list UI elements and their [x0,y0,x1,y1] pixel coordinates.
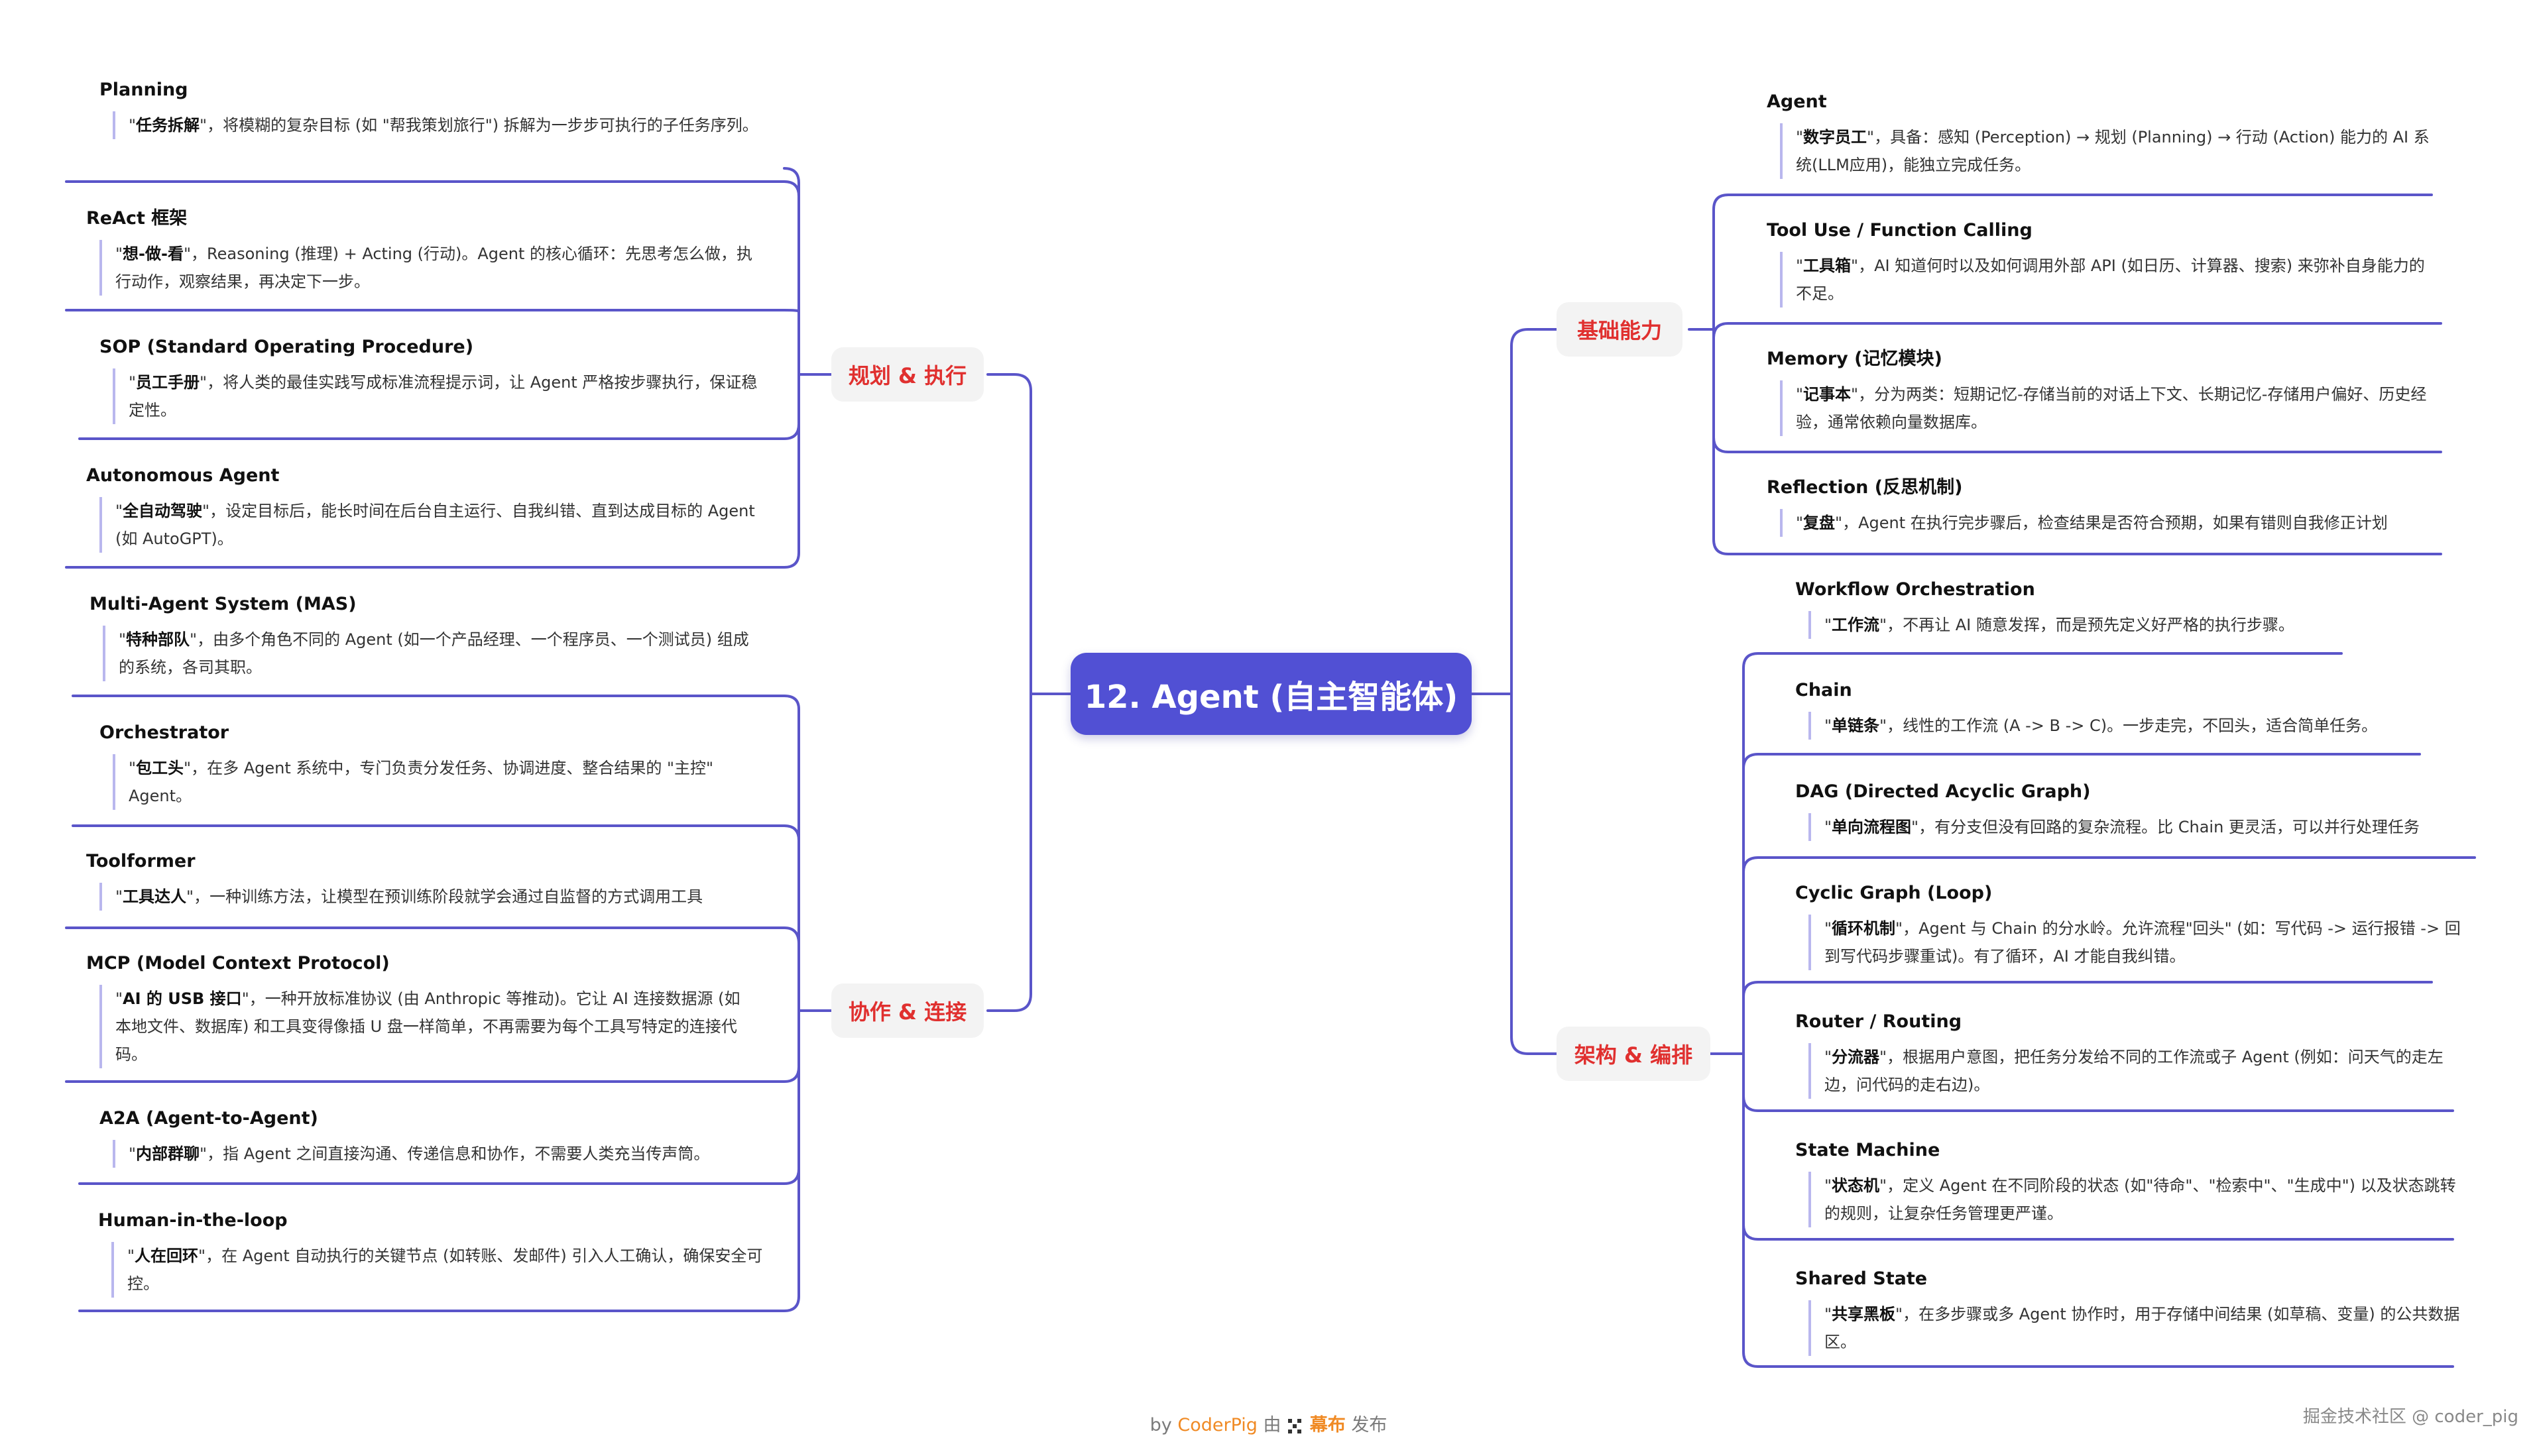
leaf-title: Cyclic Graph (Loop) [1795,883,1993,903]
leaf-mcp[interactable]: MCP (Model Context Protocol) "AI 的 USB 接… [86,952,756,1068]
leaf-title: Autonomous Agent [86,465,280,486]
leaf-title: Router / Routing [1795,1011,1962,1032]
leaf-title: MCP (Model Context Protocol) [86,953,390,974]
leaf-description: "内部群聊"，指 Agent 之间直接沟通、传递信息和协作，不需要人类充当传声筒… [113,1140,769,1168]
leaf-autonomous-agent[interactable]: Autonomous Agent "全自动驾驶"，设定目标后，能长时间在后台自主… [86,464,756,553]
leaf-dag[interactable]: DAG (Directed Acyclic Graph) "单向流程图"，有分支… [1795,780,2465,841]
leaf-title: Orchestrator [99,722,229,743]
leaf-description: "数字员工"，具备：感知 (Perception) → 规划 (Planning… [1780,123,2436,179]
leaf-agent[interactable]: Agent "数字员工"，具备：感知 (Perception) → 规划 (Pl… [1767,90,2436,179]
leaf-description: "单向流程图"，有分支但没有回路的复杂流程。比 Chain 更灵活，可以并行处理… [1808,813,2465,841]
leaf-memory[interactable]: Memory (记忆模块) "记事本"，分为两类：短期记忆-存储当前的对话上下文… [1767,347,2436,436]
leaf-description: "特种部队"，由多个角色不同的 Agent (如一个产品经理、一个程序员、一个测… [103,626,759,681]
footer-publish: 发布 [1351,1415,1387,1435]
leaf-description: "循环机制"，Agent 与 Chain 的分水岭。允许流程"回头" (如：写代… [1808,915,2465,970]
leaf-description: "工作流"，不再让 AI 随意发挥，而是预先定义好严格的执行步骤。 [1808,611,2465,639]
leaf-description: "AI 的 USB 接口"，一种开放标准协议 (由 Anthropic 等推动)… [99,985,756,1068]
leaf-state-machine[interactable]: State Machine "状态机"，定义 Agent 在不同阶段的状态 (如… [1795,1139,2465,1227]
leaf-description: "复盘"，Agent 在执行完步骤后，检查结果是否符合预期，如果有错则自我修正计… [1780,509,2436,537]
leaf-react[interactable]: ReAct 框架 "想-做-看"，Reasoning (推理) + Acting… [86,207,756,296]
leaf-description: "共享黑板"，在多步骤或多 Agent 协作时，用于存储中间结果 (如草稿、变量… [1808,1300,2465,1356]
leaf-description: "员工手册"，将人类的最佳实践写成标准流程提示词，让 Agent 严格按步骤执行… [113,368,769,424]
leaf-description: "分流器"，根据用户意图，把任务分发给不同的工作流或子 Agent (例如：问天… [1808,1043,2465,1099]
leaf-title: DAG (Directed Acyclic Graph) [1795,781,2091,802]
leaf-description: "工具箱"，AI 知道何时以及如何调用外部 API (如日历、计算器、搜索) 来… [1780,252,2436,308]
leaf-sop[interactable]: SOP (Standard Operating Procedure) "员工手册… [99,335,769,424]
leaf-description: "状态机"，定义 Agent 在不同阶段的状态 (如"待命"、"检索中"、"生成… [1808,1172,2465,1227]
leaf-workflow-orchestration[interactable]: Workflow Orchestration "工作流"，不再让 AI 随意发挥… [1795,578,2465,639]
watermark: 掘金技术社区 @ coder_pig [2302,1407,2518,1427]
footer-by: by [1150,1415,1172,1435]
leaf-title: Chain [1795,680,1852,700]
leaf-multi-agent-system[interactable]: Multi-Agent System (MAS) "特种部队"，由多个角色不同的… [89,592,759,681]
leaf-description: "全自动驾驶"，设定目标后，能长时间在后台自主运行、自我纠错、直到达成目标的 A… [99,497,756,553]
leaf-description: "记事本"，分为两类：短期记忆-存储当前的对话上下文、长期记忆-存储用户偏好、历… [1780,380,2436,436]
leaf-chain[interactable]: Chain "单链条"，线性的工作流 (A -> B -> C)。一步走完，不回… [1795,679,2465,740]
leaf-orchestrator[interactable]: Orchestrator "包工头"，在多 Agent 系统中，专门负责分发任务… [99,721,769,810]
leaf-description: "工具达人"，一种训练方法，让模型在预训练阶段就学会通过自监督的方式调用工具 [99,883,756,911]
leaf-title: Reflection (反思机制) [1767,477,1963,498]
leaf-toolformer[interactable]: Toolformer "工具达人"，一种训练方法，让模型在预训练阶段就学会通过自… [86,850,756,911]
leaf-title: SOP (Standard Operating Procedure) [99,337,474,357]
footer-brand-link[interactable]: 幕布 [1309,1415,1346,1435]
leaf-router[interactable]: Router / Routing "分流器"，根据用户意图，把任务分发给不同的工… [1795,1010,2465,1099]
leaf-reflection[interactable]: Reflection (反思机制) "复盘"，Agent 在执行完步骤后，检查结… [1767,476,2436,537]
leaf-description: "包工头"，在多 Agent 系统中，专门负责分发任务、协调进度、整合结果的 "… [113,754,769,810]
leaf-description: "任务拆解"，将模糊的复杂目标 (如 "帮我策划旅行") 拆解为一步步可执行的子… [113,111,769,139]
footer-via: 由 [1263,1415,1281,1435]
leaf-title: A2A (Agent-to-Agent) [99,1108,318,1129]
leaf-title: Shared State [1795,1268,1928,1289]
leaf-title: State Machine [1795,1140,1940,1160]
leaf-title: Human-in-the-loop [98,1210,288,1231]
leaf-description: "人在回环"，在 Agent 自动执行的关键节点 (如转账、发邮件) 引入人工确… [111,1242,768,1298]
leaf-title: Tool Use / Function Calling [1767,220,2033,241]
central-topic[interactable]: 12. Agent (自主智能体) [1071,653,1472,735]
leaf-title: Agent [1767,91,1827,112]
leaf-shared-state[interactable]: Shared State "共享黑板"，在多步骤或多 Agent 协作时，用于存… [1795,1267,2465,1356]
leaf-title: Workflow Orchestration [1795,579,2035,600]
mubu-logo-icon [1288,1418,1303,1433]
footer-author-link[interactable]: CoderPig [1177,1415,1258,1435]
leaf-cyclic-graph[interactable]: Cyclic Graph (Loop) "循环机制"，Agent 与 Chain… [1795,881,2465,970]
leaf-title: Toolformer [86,851,196,871]
leaf-title: Memory (记忆模块) [1767,349,1942,369]
branch-architecture-orchestration[interactable]: 架构 & 编排 [1557,1027,1710,1081]
leaf-tool-use[interactable]: Tool Use / Function Calling "工具箱"，AI 知道何… [1767,219,2436,308]
leaf-title: Multi-Agent System (MAS) [89,594,357,614]
leaf-a2a[interactable]: A2A (Agent-to-Agent) "内部群聊"，指 Agent 之间直接… [99,1107,769,1168]
leaf-title: ReAct 框架 [86,208,188,229]
leaf-planning[interactable]: Planning "任务拆解"，将模糊的复杂目标 (如 "帮我策划旅行") 拆解… [99,78,769,139]
branch-basic-capabilities[interactable]: 基础能力 [1557,302,1682,357]
leaf-description: "想-做-看"，Reasoning (推理) + Acting (行动)。Age… [99,240,756,296]
branch-planning-execution[interactable]: 规划 & 执行 [831,347,984,402]
leaf-human-in-the-loop[interactable]: Human-in-the-loop "人在回环"，在 Agent 自动执行的关键… [98,1209,768,1298]
branch-collaboration-connection[interactable]: 协作 & 连接 [831,983,984,1038]
leaf-title: Planning [99,80,188,100]
publish-credit: by CoderPig 由 幕布 发布 [0,1410,2537,1436]
leaf-description: "单链条"，线性的工作流 (A -> B -> C)。一步走完，不回头，适合简单… [1808,712,2465,740]
